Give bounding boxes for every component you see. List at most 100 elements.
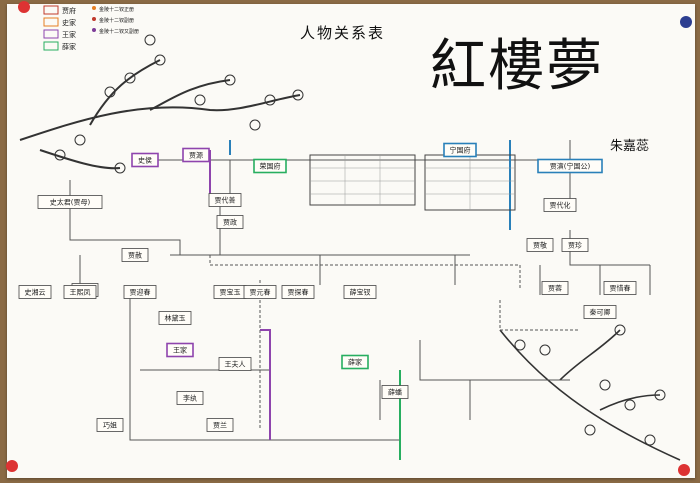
node-jia-yan: 贾演(宁国公) xyxy=(537,158,603,174)
node-xue-baochai: 薛宝钗 xyxy=(343,285,377,299)
node-label: 王熙凤 xyxy=(70,289,91,297)
node-box xyxy=(541,281,569,295)
node-box xyxy=(158,311,192,325)
node-jia-she: 贾赦 xyxy=(121,248,149,262)
node-label: 贾珍 xyxy=(568,241,582,250)
node-jia-yuanchun: 贾元春 xyxy=(243,285,277,299)
node-shi-hou: 史侯 xyxy=(131,152,159,168)
pin-blue-icon xyxy=(680,16,692,28)
node-label: 贾兰 xyxy=(213,421,227,430)
node-label: 贾元春 xyxy=(250,288,271,297)
node-li-wan: 李纨 xyxy=(176,391,204,405)
node-box xyxy=(96,418,124,432)
dashed-connectors xyxy=(209,255,580,430)
node-label: 薛家 xyxy=(348,358,362,367)
node-jia-yingchun: 贾迎春 xyxy=(123,285,157,299)
node-box xyxy=(583,305,617,319)
pin-red-icon xyxy=(6,460,18,472)
node-jia-yuan: 贾源 xyxy=(182,147,210,163)
node-wang-furen: 王夫人 xyxy=(218,357,252,371)
rongguo-info-table xyxy=(309,154,416,206)
pin-red-icon xyxy=(678,464,690,476)
node-jia-lan: 贾兰 xyxy=(206,418,234,432)
node-jia-xichun: 贾惜春 xyxy=(603,281,637,295)
node-rongguo: 荣国府 xyxy=(253,158,287,174)
node-label: 贾蓉 xyxy=(548,284,562,293)
node-jia-baoyu: 贾宝玉 xyxy=(213,285,247,299)
node-label: 贾演(宁国公) xyxy=(550,162,591,171)
node-wang-family: 王家 xyxy=(166,342,194,358)
node-ningguo: 宁国府 xyxy=(443,142,477,158)
node-jia-daishan: 贾代善 xyxy=(208,193,242,207)
node-label: 巧姐 xyxy=(103,421,117,430)
node-xue-family: 薛家 xyxy=(341,354,369,370)
node-box xyxy=(343,285,377,299)
node-label: 李纨 xyxy=(183,394,197,403)
node-jia-rong: 贾蓉 xyxy=(541,281,569,295)
node-box xyxy=(243,285,277,299)
node-box xyxy=(443,142,477,158)
node-shi-tai-jun: 史太君(贾母) xyxy=(37,195,103,209)
node-box xyxy=(123,285,157,299)
node-box xyxy=(166,342,194,358)
node-label: 贾政 xyxy=(223,218,237,227)
node-box xyxy=(208,193,242,207)
node-box xyxy=(63,285,97,299)
node-box xyxy=(216,215,244,229)
node-qin-keqing: 秦可卿 xyxy=(583,305,617,319)
node-box xyxy=(281,285,315,299)
legend-key: 王家 xyxy=(62,30,76,39)
node-label: 王夫人 xyxy=(225,360,246,369)
node-box xyxy=(253,158,287,174)
node-label: 薛宝钗 xyxy=(350,288,371,297)
legend: 贾府 史家 王家 薛家 金陵十二钗正册 金陵十二钗副册 金陵十二钗又副册 xyxy=(43,5,139,51)
node-label: 贾探春 xyxy=(288,288,309,297)
node-label: 史侯 xyxy=(138,156,152,165)
node-lin-daiyu: 林黛玉 xyxy=(158,311,192,325)
subtitle: 人物关系表 xyxy=(300,24,385,42)
node-box xyxy=(218,357,252,371)
node-label: 史湘云 xyxy=(25,288,46,297)
node-box xyxy=(543,198,577,212)
page-title: 紅樓夢 xyxy=(430,34,604,99)
node-label: 贾赦 xyxy=(128,251,142,260)
node-jia-daihua: 贾代化 xyxy=(543,198,577,212)
node-box xyxy=(182,147,210,163)
node-box xyxy=(561,238,589,252)
node-label: 贾源 xyxy=(189,151,203,160)
node-label: 王家 xyxy=(173,346,187,355)
legend-key: 贾府 xyxy=(62,6,76,15)
node-box xyxy=(176,391,204,405)
legend-note: 金陵十二钗副册 xyxy=(99,17,134,24)
node-jia-jing: 贾敬 xyxy=(526,238,554,252)
node-xue-pan: 薛蟠 xyxy=(381,385,409,399)
legend-note: 金陵十二钗正册 xyxy=(99,6,134,13)
node-label: 贾代化 xyxy=(550,201,571,210)
legend-key: 史家 xyxy=(62,18,76,27)
node-box xyxy=(537,158,603,174)
legend-key: 薛家 xyxy=(62,42,76,51)
node-label: 贾迎春 xyxy=(130,288,151,297)
node-jia-zheng: 贾政 xyxy=(216,215,244,229)
node-box xyxy=(37,195,103,209)
node-wang-xifeng: 王熙凤 xyxy=(63,285,97,299)
node-label: 贾惜春 xyxy=(610,284,631,293)
plum-branch-decoration-icon xyxy=(499,324,681,461)
node-label: 贾宝玉 xyxy=(220,288,241,297)
node-label: 贾敬 xyxy=(533,241,547,250)
node-box xyxy=(121,248,149,262)
node-label: 林黛玉 xyxy=(165,314,186,323)
node-box xyxy=(18,285,52,299)
author: 朱嘉蕊 xyxy=(610,139,649,154)
node-shi-xiangyun: 史湘云 xyxy=(18,285,52,299)
node-label: 薛蟠 xyxy=(388,388,402,397)
node-box xyxy=(206,418,234,432)
node-label: 贾代善 xyxy=(215,196,236,205)
node-box xyxy=(341,354,369,370)
node-label: 宁国府 xyxy=(450,146,471,155)
connector-purple xyxy=(260,329,271,440)
node-box xyxy=(131,152,159,168)
node-box xyxy=(526,238,554,252)
plum-branch-decoration-icon xyxy=(19,34,304,174)
